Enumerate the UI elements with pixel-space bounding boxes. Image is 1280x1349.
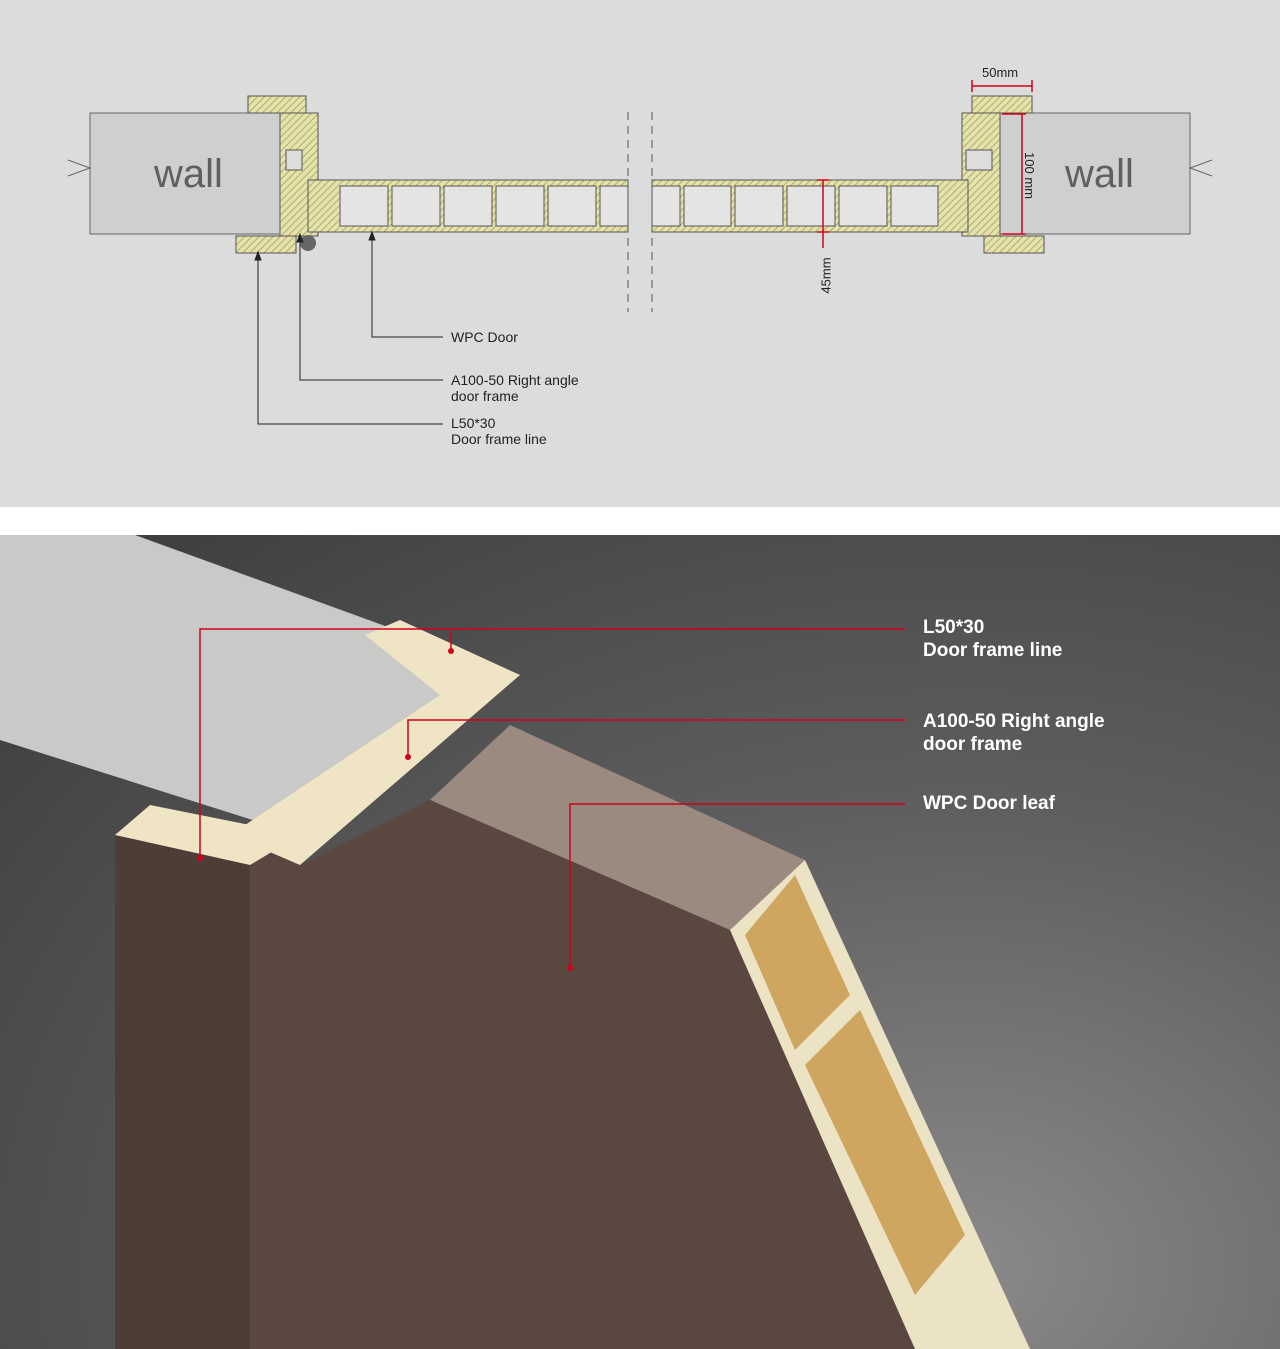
render-label-line2: Door frame line [923, 640, 1063, 661]
render-leader-lines [199, 628, 905, 968]
wpc-door-section [307, 179, 969, 233]
door-leaf-top [430, 725, 805, 930]
render-drawing [0, 535, 1030, 1349]
label-line-line1: L50*30 [451, 415, 496, 431]
door-thickness-dimension: 45mm [818, 257, 834, 294]
plan-view-drawing [67, 80, 1213, 425]
label-frame-line1: A100-50 Right angle [451, 372, 579, 388]
break-lines [627, 112, 653, 312]
door-frame-face [300, 800, 430, 1349]
leader-dots [197, 648, 573, 971]
wall-left-label: wall [154, 152, 223, 196]
plan-view-diagram: wall wall 50mm 100 mm 45mm WPC Door A100… [0, 0, 1280, 507]
frame-line-side [250, 835, 300, 1349]
label-wpc-door: WPC Door [451, 329, 518, 345]
frame-width-dimension: 50mm [982, 65, 1019, 80]
frame-line-face [115, 835, 250, 1349]
wall-right [999, 112, 1213, 235]
door-frame-profile [230, 620, 520, 865]
door-frame-left [235, 95, 319, 254]
render-label-frame2: door frame [923, 734, 1023, 755]
frame-line-profile [115, 805, 300, 865]
label-frame-line2: door frame [451, 388, 519, 404]
wall-right-label: wall [1065, 152, 1134, 196]
render-label-leaf: WPC Door leaf [923, 793, 1055, 814]
seal-icon [300, 235, 316, 251]
wall-left [67, 112, 281, 235]
leaf-cavity [805, 1010, 965, 1295]
render-label-line1: L50*30 [923, 617, 985, 638]
label-line-line2: Door frame line [451, 431, 547, 447]
render-label-frame1: A100-50 Right angle [923, 711, 1105, 732]
wall-thickness-dimension: 100 mm [1021, 152, 1037, 199]
leader-lines [254, 230, 443, 425]
dimension-lines [817, 80, 1033, 248]
leaf-cavity [745, 875, 850, 1050]
door-leaf-face [430, 800, 915, 1349]
